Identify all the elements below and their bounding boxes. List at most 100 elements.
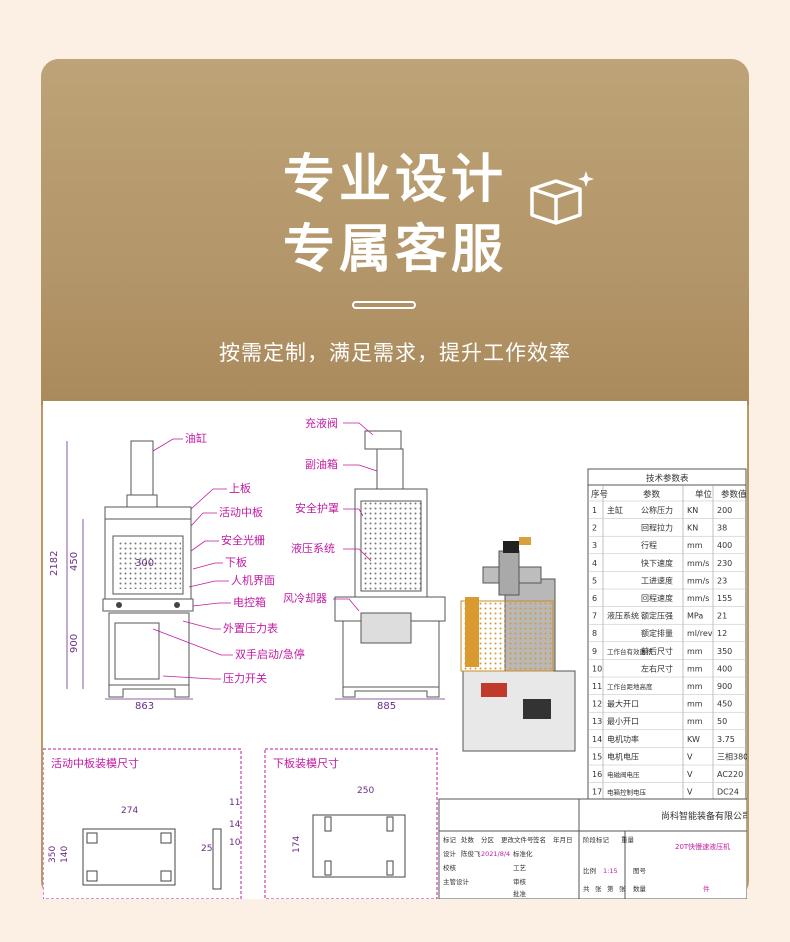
spec-cell: 23 [717,576,727,585]
tb-weight: 重量 [621,836,635,844]
label-oil-cylinder: 油缸 [185,431,207,445]
spec-header-param: 参数 [643,489,661,500]
spec-cell: 工进速度 [641,575,673,585]
spec-cell: 15 [592,752,602,761]
spec-cell: 350 [717,647,732,656]
spec-cell: mm [687,664,703,673]
tb-scale-val: 1:15 [603,867,618,875]
label-hydraulic-system: 液压系统 [291,541,335,555]
spec-cell: 12 [717,629,727,638]
spec-cell: 工作台距地高度 [607,682,653,691]
mid-plate-d2: 14 [229,820,241,830]
spec-cell: 900 [717,682,732,691]
tb-stage: 阶段标记 [583,835,610,844]
spec-cell: 9 [592,647,597,656]
tb-qty: 数量 [633,884,647,893]
spec-cell: 155 [717,594,732,603]
tb-change: 更改文件号 [501,835,534,844]
spec-title: 技术参数表 [646,473,689,484]
mid-plate-width: 274 [121,806,138,816]
spec-cell: 公称压力 [641,505,673,515]
title-block: 尚科智能装备有限公司 20T快慢速液压机 标记 处数 分区 更改文件号 签名 年… [438,798,751,900]
spec-cell: 400 [717,664,732,673]
label-two-hand-start: 双手启动/急停 [235,647,305,661]
label-hmi: 人机界面 [231,573,275,587]
tb-approve: 批准 [513,889,527,898]
spec-cell: 38 [717,524,727,533]
spec-cell: V [687,788,693,797]
spec-cell: mm [687,647,703,656]
spec-cell: mm/s [687,594,709,603]
spec-cell: 8 [592,629,597,638]
spec-cell: KN [687,524,698,533]
low-plate-width: 250 [357,786,374,796]
label-pressure-switch: 压力开关 [223,671,267,685]
label-control-box: 电控箱 [233,595,266,609]
label-safety-guard: 安全护罩 [295,501,339,515]
tb-design: 设计 [443,849,457,858]
spec-cell: 230 [717,559,732,568]
spec-cell: 最大开口 [607,699,639,709]
dim-lower-height: 900 [69,634,80,653]
spec-cell: mm [687,717,703,726]
spec-cell: 主缸 [607,505,623,515]
spec-cell: mm [687,682,703,691]
tb-date: 年月日 [553,835,573,844]
tb-check: 校核 [443,863,457,872]
spec-cell: ml/rev [687,629,713,638]
spec-cell: 17 [592,788,602,797]
title-line-1: 专业设计 [282,150,507,210]
spec-cell: AC220 [717,770,743,779]
tb-sheet4: 张 [619,884,626,893]
company-name: 尚科智能装备有限公司 [661,810,747,822]
tb-craft: 工艺 [513,864,527,872]
spec-cell: 1 [592,506,597,515]
spec-cell: 5 [592,576,597,585]
spec-cell: 电箱控制电压 [607,788,647,797]
spec-cell: 6 [592,594,597,603]
spec-header-value: 参数值 [721,489,747,500]
spec-cell: 电机功率 [607,734,639,744]
cube-icon [530,171,594,225]
spec-cell: 10 [592,664,602,673]
spec-cell: 快下速度 [641,558,673,568]
spec-cell: 3.75 [717,735,735,744]
spec-cell: 回程拉力 [641,523,673,533]
spec-cell: mm [687,541,703,550]
spec-cell: 工作台有效面积 [607,647,653,656]
spec-cell: 12 [592,700,602,709]
tb-sheet2: 张 [595,884,602,893]
dim-front-mid: 300 [135,558,154,569]
tb-drawing-no: 图号 [633,867,647,875]
label-pressure-gauge: 外置压力表 [223,621,278,635]
press-3d-render [460,537,576,752]
mid-plate-title: 活动中板装模尺寸 [51,756,139,770]
tb-review: 审核 [513,877,527,886]
low-plate-title: 下板装模尺寸 [273,756,339,770]
spec-cell: 电机电压 [607,751,639,761]
tb-sign: 签名 [533,835,546,844]
spec-cell: 行程 [641,540,657,550]
spec-cell: 额定压强 [641,611,673,621]
tb-mark: 标记 [443,835,457,844]
spec-header-no: 序号 [591,489,608,500]
label-air-cooler: 风冷却器 [283,592,327,605]
spec-cell: 电磁阀电压 [607,770,640,779]
mid-plate-d3: 25 [201,844,212,854]
product-name: 20T快慢速液压机 [675,842,730,851]
spec-cell: KN [687,506,698,515]
tb-std: 标准化 [513,849,533,858]
spec-cell: 14 [592,735,602,744]
spec-cell: mm [687,700,703,709]
spec-cell: 13 [592,717,602,726]
spec-cell: 2 [592,524,597,533]
low-plate-height: 174 [292,836,302,853]
spec-cell: 3 [592,541,597,550]
tb-count: 处数 [461,835,475,844]
tb-scale: 比例 [583,866,596,875]
spec-cell: 50 [717,717,727,726]
tb-zone: 分区 [481,835,495,844]
spec-cell: 21 [717,612,727,621]
label-mid-plate: 活动中板 [219,505,263,519]
